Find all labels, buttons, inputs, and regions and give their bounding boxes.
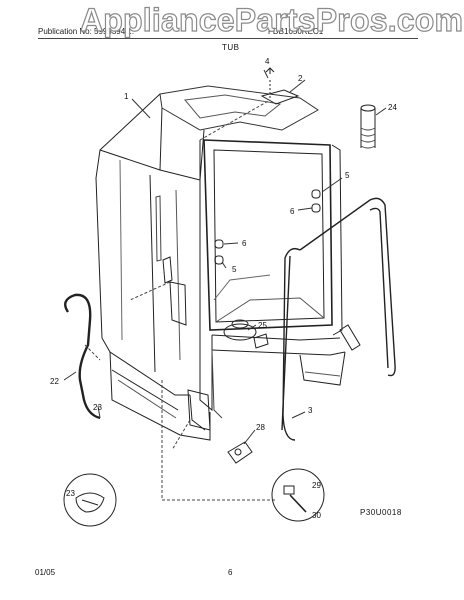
watermark-logo: AppliancePartsPros.com [79, 1, 464, 38]
callout-29: 29 [312, 481, 321, 490]
detail-circle-29-30 [271, 468, 325, 522]
diagram-code: P30U0018 [360, 508, 402, 517]
callout-2: 2 [298, 74, 303, 83]
callout-1: 1 [124, 92, 129, 101]
callout-6-right: 6 [290, 207, 295, 216]
callout-3: 3 [308, 406, 313, 415]
footer-page-number: 6 [228, 568, 233, 577]
callout-leaders [63, 69, 387, 445]
hinge-part [227, 441, 253, 464]
callout-22: 22 [50, 377, 59, 386]
callout-23-detail: 23 [66, 489, 75, 498]
bracket-part [260, 67, 300, 105]
tub-body [95, 85, 361, 441]
sump-fitting [253, 333, 269, 349]
vent-part [360, 104, 376, 149]
callout-5-mid: 5 [232, 265, 237, 274]
callout-25: 25 [258, 321, 267, 330]
header-rule [38, 38, 418, 39]
leader-lines [84, 99, 275, 501]
footer-date: 01/05 [35, 568, 56, 577]
callout-labels: 1 2 3 4 5 5 6 6 22 23 23 24 25 28 29 30 [50, 57, 397, 520]
callout-4: 4 [265, 57, 270, 66]
callout-5-top: 5 [345, 171, 350, 180]
tub-gasket [281, 197, 396, 441]
callout-24: 24 [388, 103, 397, 112]
callout-28: 28 [256, 423, 265, 432]
drain-hose [64, 293, 101, 420]
detail-circle-23 [63, 473, 117, 527]
section-title: TUB [222, 43, 240, 52]
model-number: FDB1050REC1 [268, 27, 324, 36]
callout-30: 30 [312, 511, 321, 520]
publication-number: Publication No: 5995394 ... [38, 27, 135, 36]
callout-23-hose: 23 [93, 403, 102, 412]
callout-6-left: 6 [242, 239, 247, 248]
